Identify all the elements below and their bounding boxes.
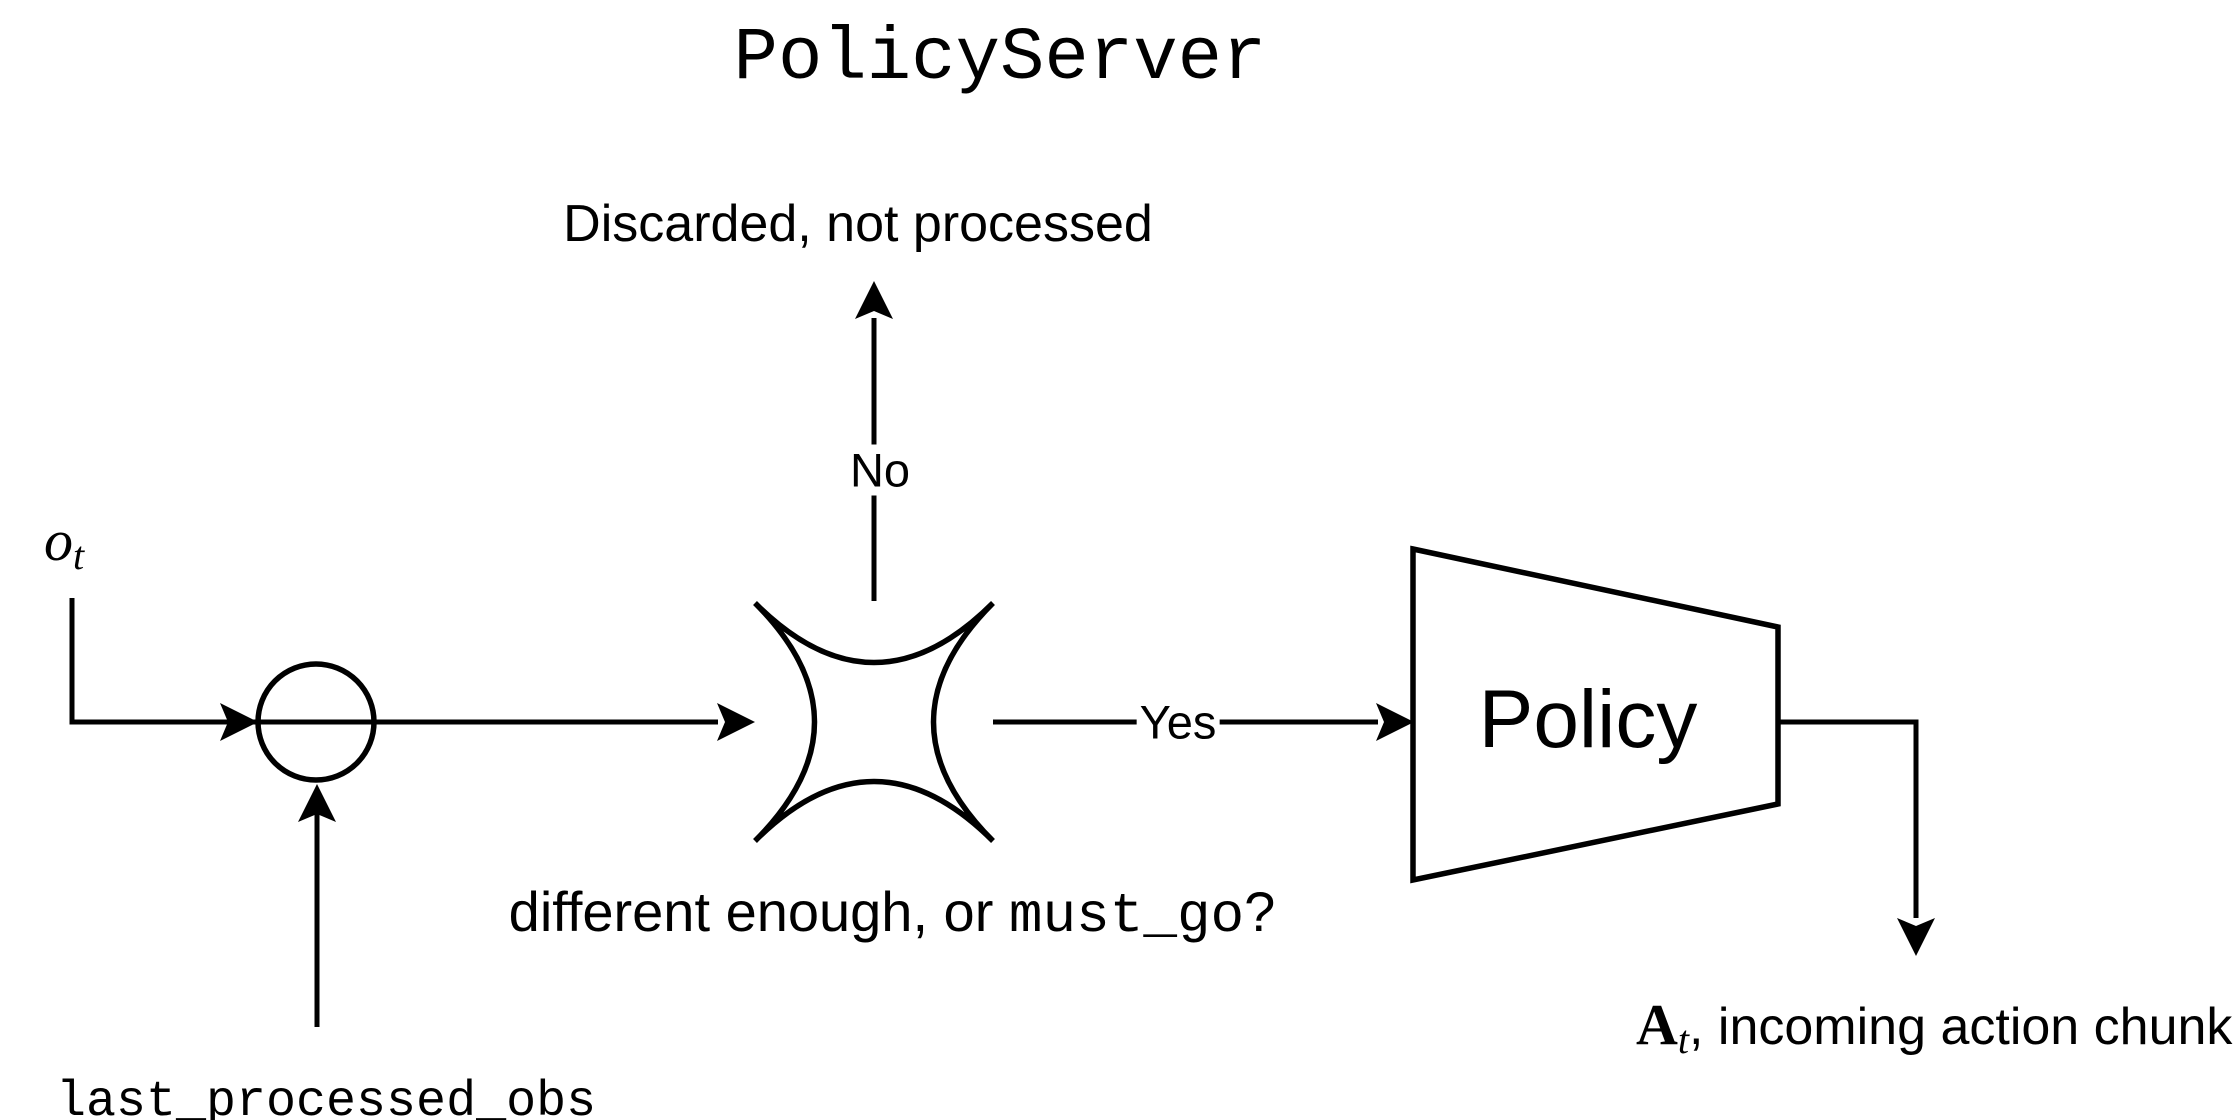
arrowhead-into-comparator — [220, 703, 258, 741]
action-chunk-text: , incoming action chunk — [1689, 998, 2233, 1056]
condition-text-prefix: different enough, or — [508, 880, 1009, 943]
arrowhead-into-comparator-bottom — [298, 784, 336, 822]
last-processed-obs-label: last_processed_obs — [56, 1074, 597, 1120]
decision-condition-label: different enough, or must_go? — [509, 884, 1276, 945]
action-output-line — [1778, 719, 1919, 918]
obs-input-line — [69, 598, 718, 725]
condition-code: must_go — [1008, 884, 1245, 948]
arrowhead-no-up — [855, 281, 893, 319]
condition-question-mark: ? — [1244, 880, 1276, 943]
arrowhead-action-down — [1897, 918, 1935, 956]
action-subscript: t — [1677, 1016, 1690, 1062]
arrowhead-into-star — [717, 703, 755, 741]
diagram-title: PolicyServer — [733, 17, 1267, 101]
observation-subscript: t — [73, 532, 85, 578]
observation-label: ot — [44, 512, 84, 576]
no-branch-label: No — [843, 444, 917, 496]
action-chunk-label: At, incoming action chunk — [1636, 996, 2233, 1060]
policy-trapezoid — [1410, 545, 1781, 884]
action-symbol: A — [1636, 992, 1678, 1057]
decision-star — [753, 601, 995, 843]
arrowhead-into-policy — [1376, 703, 1414, 741]
yes-branch-label: Yes — [1136, 696, 1220, 748]
policy-node-label: Policy — [1478, 674, 1698, 765]
discarded-label: Discarded, not processed — [563, 195, 1153, 253]
observation-symbol: o — [44, 508, 73, 573]
